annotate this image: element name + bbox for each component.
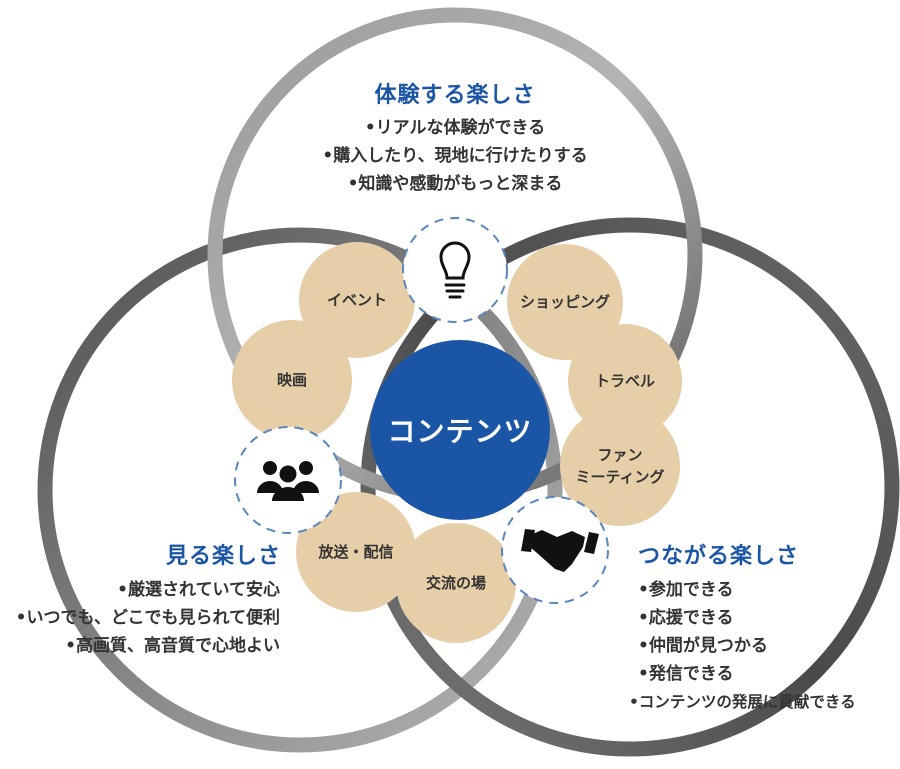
pill-event-bg xyxy=(299,242,415,358)
lightbulb-icon xyxy=(439,241,471,299)
badge-lightbulb xyxy=(402,217,508,323)
connect-heading: つながる楽しさ xyxy=(638,544,800,569)
category-fan-meeting-line1: ファン xyxy=(597,446,643,464)
category-movie: 映画 xyxy=(232,342,352,418)
experience-heading: 体験する楽しさ xyxy=(374,83,536,108)
pill-community-bg xyxy=(396,523,516,643)
connect-bullet: •参加できる xyxy=(638,580,734,600)
experience-bullet: •購入したり、現地に行けたりする xyxy=(322,146,588,166)
pill-movie-bg xyxy=(232,320,352,440)
handshake-icon xyxy=(521,529,599,572)
category-shopping-label: ショッピング xyxy=(519,293,610,311)
category-movie-label: 映画 xyxy=(276,371,307,389)
core-circle xyxy=(370,340,550,520)
category-travel: トラベル xyxy=(568,343,682,419)
category-broadcast: 放送・配信 xyxy=(296,514,416,590)
category-shopping: ショッピング xyxy=(507,264,623,340)
watch-bullet: •厳選されていて安心 xyxy=(117,580,280,600)
pill-fan-meeting-bg xyxy=(560,406,680,526)
category-community: 交流の場 xyxy=(396,545,516,621)
connect-bullet: •コンテンツの発展に貢献できる xyxy=(629,693,856,711)
connect-bullet: •仲間が見つかる xyxy=(638,636,768,656)
ring-watch xyxy=(37,227,563,753)
pill-shopping-bg xyxy=(507,244,623,360)
category-event: イベント xyxy=(299,262,415,338)
category-broadcast-label: 放送・配信 xyxy=(318,543,394,561)
pill-broadcast-bg xyxy=(296,492,416,612)
category-fan-meeting: ファン ミーティング xyxy=(560,426,680,506)
watch-bullet: •高画質、高音質で心地よい xyxy=(65,636,280,656)
pill-travel-bg xyxy=(568,324,682,438)
category-fan-meeting-line2: ミーティング xyxy=(575,468,665,486)
experience-bullet: •リアルな体験ができる xyxy=(364,118,546,138)
watch-heading: 見る楽しさ xyxy=(166,544,282,569)
watch-bullet: •いつでも、どこでも見られて便利 xyxy=(15,608,280,628)
connect-bullet: •発信できる xyxy=(638,664,734,684)
experience-bullet: •知識や感動がもっと深まる xyxy=(347,174,563,194)
connect-bullet: •応援できる xyxy=(638,608,734,628)
ring-connect xyxy=(360,217,900,757)
category-community-label: 交流の場 xyxy=(425,574,486,592)
category-travel-label: トラベル xyxy=(594,372,655,390)
category-event-label: イベント xyxy=(326,291,387,309)
people-group-icon xyxy=(257,461,319,501)
center-label: コンテンツ xyxy=(387,415,533,448)
